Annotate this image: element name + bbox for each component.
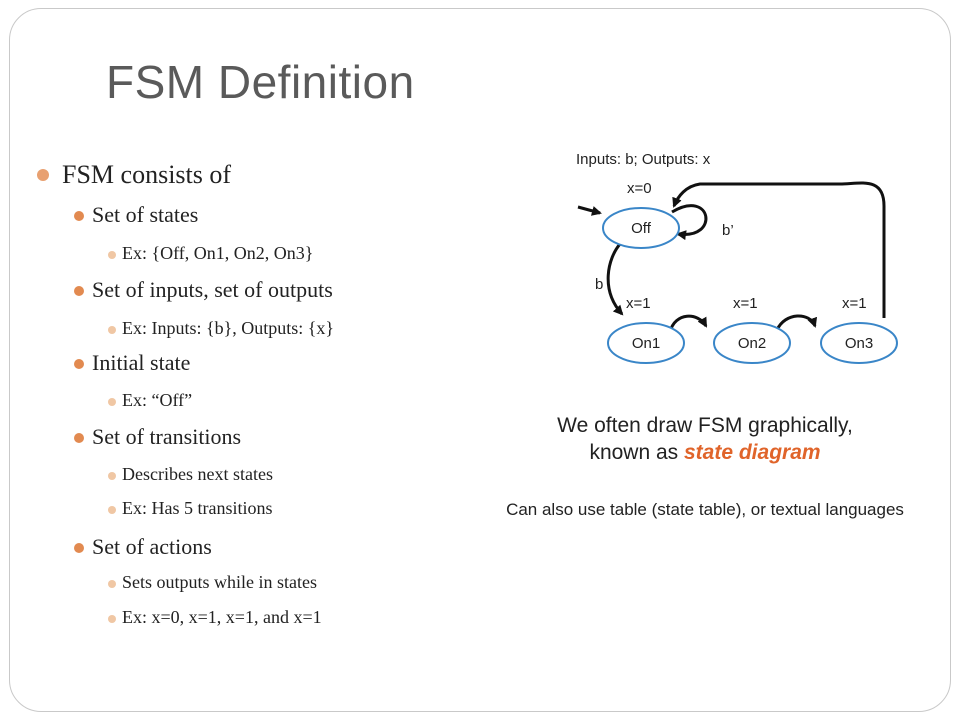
slide-frame — [9, 8, 951, 712]
bullet-marker — [74, 211, 84, 221]
caption-line2: known as state diagram — [505, 439, 905, 466]
bullet-marker — [37, 169, 49, 181]
bullet-marker — [108, 615, 116, 623]
caption-line1: We often draw FSM graphically, — [557, 414, 853, 437]
self-loop-label: b’ — [722, 222, 734, 239]
bullet-set-of-states: Set of states — [92, 202, 199, 227]
output-off: x=0 — [627, 180, 652, 197]
on3-to-off-arrow — [672, 181, 886, 318]
bullet-marker — [108, 580, 116, 588]
initial-arrow — [577, 205, 602, 216]
bullet-io-example: Ex: Inputs: {b}, Outputs: {x} — [122, 318, 335, 338]
bullet-list: FSM consists of Set of states Ex: {Off, … — [37, 160, 335, 627]
bullet-initial-example: Ex: “Off” — [122, 390, 193, 410]
bullet-actions: Set of actions — [92, 534, 212, 559]
bullet-marker — [108, 472, 116, 480]
bullet-inputs-outputs: Set of inputs, set of outputs — [92, 277, 333, 302]
self-loop-arrow — [671, 204, 708, 241]
state-diagram-caption: We often draw FSM graphically, known as … — [505, 412, 905, 466]
output-on3: x=1 — [842, 295, 867, 312]
bullet-marker — [108, 506, 116, 514]
bullet-transitions-example: Ex: Has 5 transitions — [122, 498, 273, 518]
bullet-states-example: Ex: {Off, On1, On2, On3} — [122, 243, 314, 263]
caption-line2-prefix: known as — [589, 441, 684, 464]
state-on2 — [713, 322, 791, 364]
off-to-on1-arrow — [606, 243, 624, 316]
bullet-marker — [74, 286, 84, 296]
bullet-marker — [74, 543, 84, 553]
transition-b-label: b — [595, 276, 603, 293]
on2-to-on3-arrow — [775, 314, 818, 331]
bullet-marker — [74, 359, 84, 369]
bullet-fsm-consists: FSM consists of — [62, 160, 232, 189]
state-off-label: Off — [631, 220, 652, 237]
slide-title: FSM Definition — [106, 56, 415, 108]
state-on2-label: On2 — [738, 335, 766, 352]
state-on3-label: On3 — [845, 335, 873, 352]
state-on3 — [820, 322, 898, 364]
bullet-marker — [108, 251, 116, 259]
caption-emphasis: state diagram — [684, 441, 821, 464]
alternatives-note: Can also use table (state table), or tex… — [506, 500, 904, 519]
bullet-transitions: Set of transitions — [92, 424, 242, 449]
io-label: Inputs: b; Outputs: x — [576, 151, 711, 168]
output-on1: x=1 — [626, 295, 651, 312]
state-on1-label: On1 — [632, 335, 660, 352]
bullet-initial-state: Initial state — [92, 350, 191, 375]
bullet-marker — [108, 398, 116, 406]
state-off — [602, 207, 680, 249]
bullet-actions-example: Ex: x=0, x=1, x=1, and x=1 — [122, 607, 322, 627]
bullet-marker — [74, 433, 84, 443]
output-on2: x=1 — [733, 295, 758, 312]
bullet-actions-desc: Sets outputs while in states — [122, 572, 317, 592]
bullet-marker — [108, 326, 116, 334]
state-on1 — [607, 322, 685, 364]
bullet-transitions-desc: Describes next states — [122, 464, 273, 484]
